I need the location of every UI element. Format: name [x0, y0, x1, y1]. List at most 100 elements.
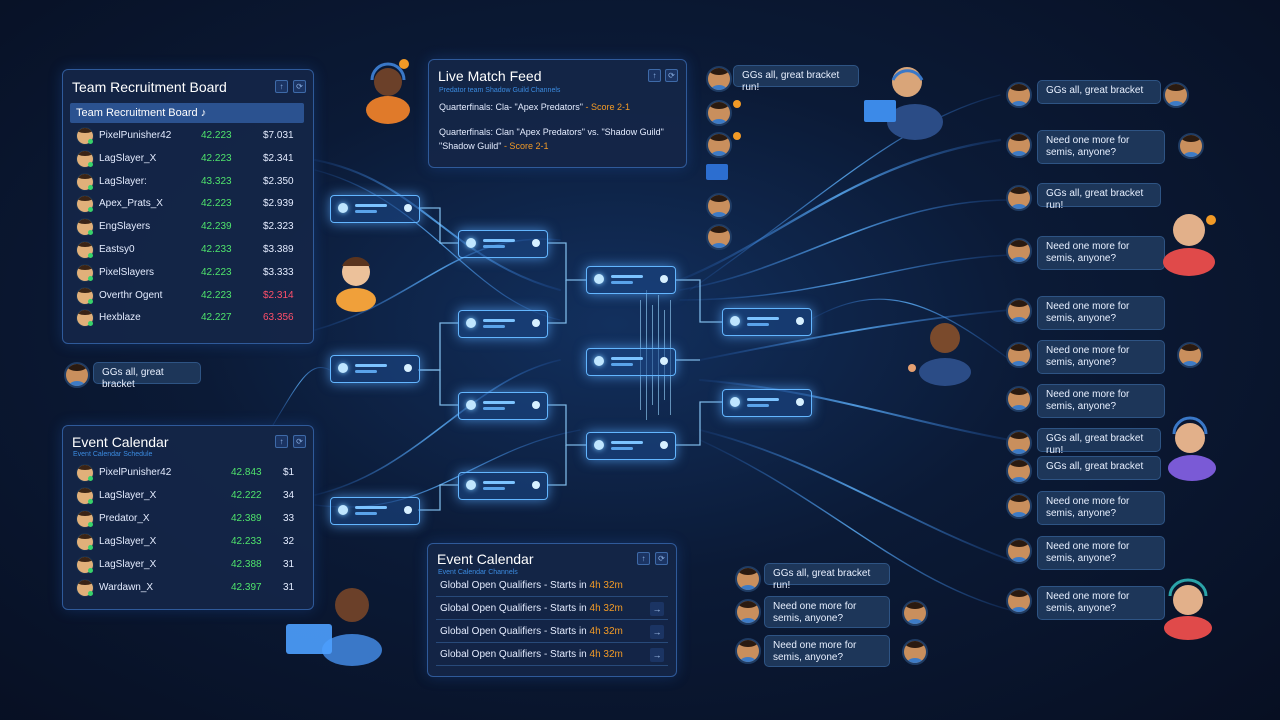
- user-avatar[interactable]: [902, 600, 928, 626]
- bracket-node-r2-3[interactable]: [458, 392, 548, 420]
- user-avatar[interactable]: [1178, 133, 1204, 159]
- bracket-node-r1-3[interactable]: [330, 497, 420, 525]
- feed-sync-icon[interactable]: ⟳: [665, 69, 678, 82]
- user-avatar[interactable]: [1006, 298, 1032, 324]
- recruitment-header-row[interactable]: Team Recruitment Board ♪: [70, 103, 304, 123]
- user-avatar[interactable]: [1006, 588, 1032, 614]
- bracket-node-r3-2[interactable]: [586, 348, 676, 376]
- player-rating: 42.222: [231, 490, 262, 501]
- team-recruitment-board: Team Recruitment Board ↑ ⟳ Team Recruitm…: [62, 69, 314, 344]
- bracket-node-r3-1[interactable]: [586, 266, 676, 294]
- user-avatar[interactable]: [1006, 430, 1032, 456]
- player-name: Eastsy0: [99, 244, 135, 255]
- calendar-bottom-sync-icon[interactable]: ⟳: [655, 552, 668, 565]
- calendar-bottom-title: Event Calendar: [437, 551, 534, 567]
- player-rating: 42.843: [231, 467, 262, 478]
- user-avatar[interactable]: [706, 193, 732, 219]
- arrow-right-icon[interactable]: →: [650, 648, 664, 662]
- user-avatar[interactable]: [706, 66, 732, 92]
- event-row[interactable]: Global Open Qualifiers - Starts in 4h 32…: [436, 576, 668, 597]
- online-status-icon: [88, 230, 93, 236]
- event-row[interactable]: Global Open Qualifiers - Starts in 4h 32…: [436, 645, 668, 666]
- user-avatar[interactable]: [1006, 82, 1032, 108]
- user-avatar[interactable]: [735, 638, 761, 664]
- player-rating: 42.397: [231, 582, 262, 593]
- user-avatar[interactable]: [706, 100, 732, 126]
- player-name: LagSlayer_X: [99, 152, 157, 164]
- user-avatar[interactable]: [706, 132, 732, 158]
- online-status-icon: [88, 499, 93, 504]
- arrow-right-icon[interactable]: →: [650, 625, 664, 639]
- bracket-node-r1-2[interactable]: [330, 355, 420, 383]
- bracket-node-r3-3[interactable]: [586, 432, 676, 460]
- player-value: 63.356: [263, 312, 294, 324]
- calendar-sync-icon[interactable]: ⟳: [293, 435, 306, 448]
- user-avatar[interactable]: [64, 362, 90, 388]
- recruitment-row[interactable]: LagSlayer:43.323$2.350: [73, 171, 303, 193]
- player-name: PixelPunisher42: [99, 130, 172, 141]
- bracket-node-r4-1[interactable]: [722, 308, 812, 336]
- user-avatar[interactable]: [1006, 238, 1032, 264]
- user-avatar[interactable]: [735, 566, 761, 592]
- user-avatar[interactable]: [1006, 493, 1032, 519]
- feed-line-1: Quarterfinals: Cla- "Apex Predators" - S…: [439, 102, 630, 112]
- live-feed-title: Live Match Feed: [438, 68, 542, 84]
- bracket-node-r4-2[interactable]: [722, 389, 812, 417]
- calendar-left-title: Event Calendar: [72, 434, 169, 450]
- panel-up-icon[interactable]: ↑: [275, 80, 288, 93]
- event-row[interactable]: Global Open Qualifiers - Starts in 4h 32…: [436, 622, 668, 643]
- user-avatar[interactable]: [1006, 458, 1032, 484]
- player-name: Hexblaze: [99, 312, 141, 324]
- bracket-node-r2-2[interactable]: [458, 310, 548, 338]
- user-avatar[interactable]: [1163, 82, 1189, 108]
- user-avatar[interactable]: [1006, 538, 1032, 564]
- user-avatar[interactable]: [1006, 386, 1032, 412]
- player-name: PixelPunisher42: [99, 467, 172, 478]
- user-avatar[interactable]: [1177, 342, 1203, 368]
- online-status-icon: [88, 476, 93, 481]
- player-value: $7.031: [263, 130, 294, 141]
- arrow-right-icon[interactable]: →: [650, 602, 664, 616]
- user-avatar[interactable]: [1006, 342, 1032, 368]
- calendar-up-icon[interactable]: ↑: [275, 435, 288, 448]
- bracket-node-r1-1[interactable]: [330, 195, 420, 223]
- panel-sync-icon[interactable]: ⟳: [293, 80, 306, 93]
- player-rank: 34: [283, 490, 295, 501]
- user-avatar[interactable]: [902, 639, 928, 665]
- event-row[interactable]: Global Open Qualifiers - Starts in 4h 32…: [436, 599, 668, 620]
- player-name: Apex_Prats_X: [99, 198, 163, 210]
- feed-up-icon[interactable]: ↑: [648, 69, 661, 82]
- user-avatar[interactable]: [706, 224, 732, 250]
- chat-bubble-left: GGs all, great bracket: [93, 362, 201, 390]
- notification-badge-icon: [733, 132, 741, 140]
- laptop-icon: [706, 164, 728, 180]
- chat-bubble: GGs all, great bracket run!: [1037, 428, 1161, 456]
- player-rating: 42.389: [231, 513, 262, 524]
- player-rating: 42.223: [201, 152, 232, 164]
- calendar-bottom-up-icon[interactable]: ↑: [637, 552, 650, 565]
- user-avatar[interactable]: [1006, 185, 1032, 211]
- bracket-node-r2-1[interactable]: [458, 230, 548, 258]
- event-text: Global Open Qualifiers - Starts in 4h 32…: [440, 580, 623, 591]
- user-avatar[interactable]: [1006, 132, 1032, 158]
- feed-line-3-score: - Score 2-1: [501, 141, 549, 151]
- live-match-feed: Live Match Feed Predator team Shadow Gui…: [428, 59, 687, 168]
- bracket-node-r2-4[interactable]: [458, 472, 548, 500]
- player-value: $3.333: [263, 266, 294, 278]
- recruitment-title: Team Recruitment Board: [72, 79, 227, 95]
- user-avatar[interactable]: [735, 599, 761, 625]
